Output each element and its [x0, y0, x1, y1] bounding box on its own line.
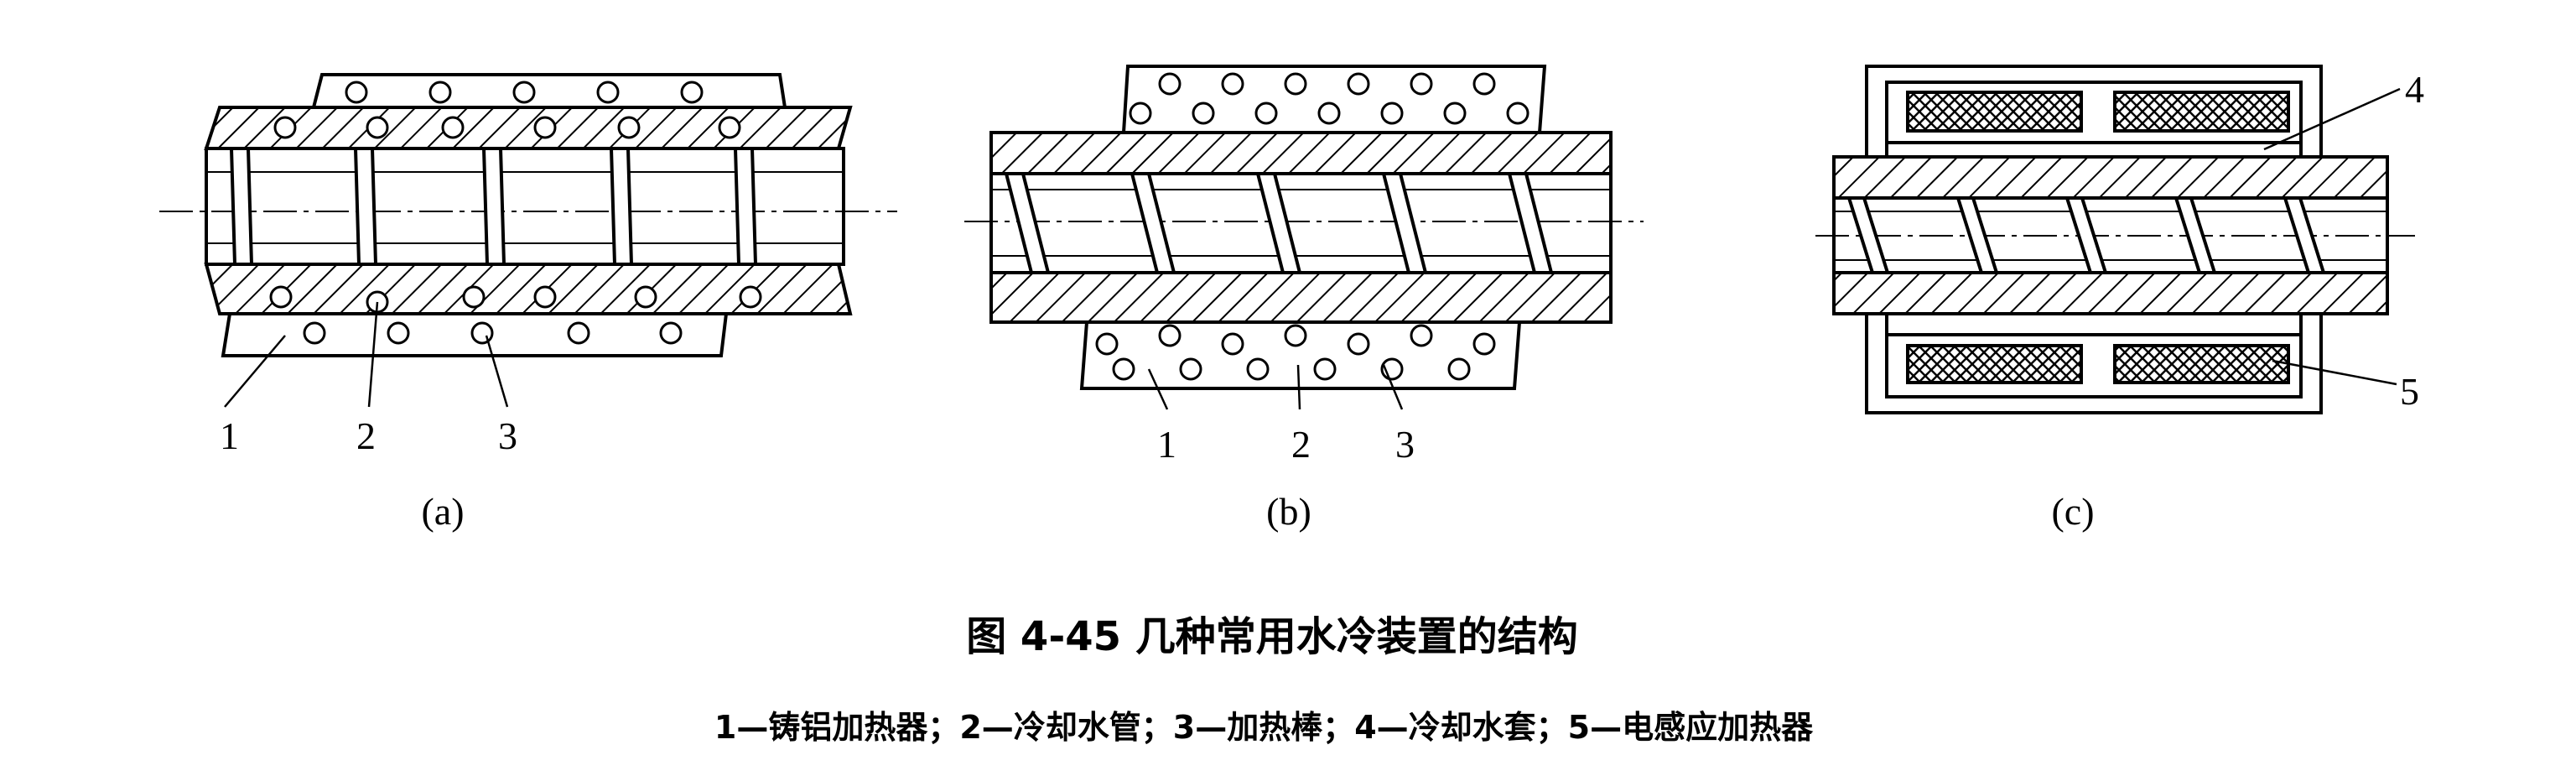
tube-circle — [1221, 72, 1244, 96]
tube-circle — [1472, 332, 1496, 356]
tube-circle — [345, 81, 368, 104]
tube-circle — [533, 285, 557, 309]
tube-circle — [1179, 357, 1202, 381]
top-barrel-wall — [989, 131, 1613, 175]
leader-line — [1382, 364, 1404, 410]
tube-circle — [1129, 102, 1152, 125]
tube-circle — [1410, 324, 1433, 347]
panel-c-induction-heater — [1815, 65, 2415, 414]
screw-flight — [1130, 172, 1176, 274]
figure-title: 图 4-45 几种常用水冷装置的结构 — [966, 613, 1578, 660]
screw-flight — [1004, 172, 1051, 274]
tube-circle — [387, 321, 410, 345]
screw-flight — [733, 147, 758, 266]
callout-3: 3 — [498, 414, 517, 457]
tube-circle — [1380, 102, 1404, 125]
leader-line — [2263, 87, 2401, 151]
tube-circle — [1506, 102, 1530, 125]
tube-circle — [617, 116, 641, 139]
tube-circle — [1284, 324, 1307, 347]
tube-circle — [1313, 357, 1337, 381]
tube-circle — [269, 285, 293, 309]
tube-circle — [1410, 72, 1433, 96]
tube-circle — [718, 116, 741, 139]
screw-flight — [1255, 172, 1302, 274]
tube-circle — [428, 81, 452, 104]
callout-2: 2 — [1291, 423, 1311, 466]
top-barrel-wall — [1832, 155, 2389, 200]
callout-1: 1 — [1157, 423, 1176, 466]
tube-circle — [1284, 72, 1307, 96]
tube-circle — [366, 116, 389, 139]
screw-flight — [1381, 172, 1428, 274]
top-barrel-wall — [204, 106, 853, 150]
screw-flight — [609, 147, 634, 266]
tube-circle — [1347, 332, 1370, 356]
screw-flight — [2064, 196, 2108, 274]
leader-line — [367, 301, 379, 408]
tube-circle — [1158, 324, 1182, 347]
tube-circle — [1158, 72, 1182, 96]
tube-circle — [596, 81, 620, 104]
tube-circle — [739, 285, 762, 309]
tube-circle — [1192, 102, 1215, 125]
tube-circle — [1443, 102, 1467, 125]
tube-circle — [634, 285, 657, 309]
screw-flight — [353, 147, 378, 266]
tube-circle — [1112, 357, 1135, 381]
tube-circle — [1447, 357, 1471, 381]
bottom-barrel-wall — [989, 271, 1613, 324]
induction-coil — [2113, 91, 2290, 133]
induction-coil — [1906, 91, 2083, 133]
induction-coil — [2113, 344, 2290, 384]
tube-circle — [1246, 357, 1270, 381]
screw-flight — [2283, 196, 2326, 274]
screw-flight — [481, 147, 506, 266]
tube-circle — [1347, 72, 1370, 96]
top-heater-block — [311, 73, 787, 109]
cooling-water-jacket-top — [1885, 141, 2303, 159]
callout-1: 1 — [220, 414, 239, 457]
panel-a-caption: (a) — [421, 490, 464, 533]
tube-circle — [1472, 72, 1496, 96]
tube-circle — [273, 116, 297, 139]
screw-flight — [2174, 196, 2217, 274]
tube-circle — [441, 116, 465, 139]
leader-line — [224, 335, 286, 408]
callout-4: 4 — [2405, 68, 2424, 111]
callout-2: 2 — [356, 414, 376, 457]
tube-circle — [303, 321, 326, 345]
leader-line — [485, 335, 509, 408]
tube-circle — [1095, 332, 1119, 356]
tube-circle — [1317, 102, 1341, 125]
cooling-water-jacket-bottom — [1885, 312, 2303, 336]
panel-c-caption: (c) — [2051, 490, 2094, 533]
tube-circle — [470, 321, 494, 345]
induction-coil — [1906, 344, 2083, 384]
leader-line — [1147, 368, 1169, 410]
tube-circle — [1254, 102, 1278, 125]
callout-5: 5 — [2400, 370, 2419, 413]
tube-circle — [1221, 332, 1244, 356]
tube-circle — [567, 321, 590, 345]
panel-b-caption: (b) — [1266, 490, 1311, 533]
bottom-barrel-wall — [1832, 271, 2389, 315]
panel-a-cast-aluminum-heater — [159, 73, 897, 408]
tube-circle — [462, 285, 486, 309]
callout-3: 3 — [1395, 423, 1415, 466]
screw-flight — [1507, 172, 1554, 274]
screw-flight — [1846, 196, 1890, 274]
screw-flight — [229, 147, 254, 266]
leader-line — [1296, 364, 1301, 410]
tube-circle — [659, 321, 683, 345]
leader-line — [2272, 359, 2397, 386]
figure-legend: 1—铸铝加热器；2—冷却水管；3—加热棒；4—冷却水套；5—电感应加热器 — [714, 709, 1814, 746]
tube-circle — [533, 116, 557, 139]
tube-circle — [680, 81, 704, 104]
screw-flight — [1955, 196, 1999, 274]
panel-b-cooling-water-tube — [964, 65, 1644, 410]
tube-circle — [512, 81, 536, 104]
